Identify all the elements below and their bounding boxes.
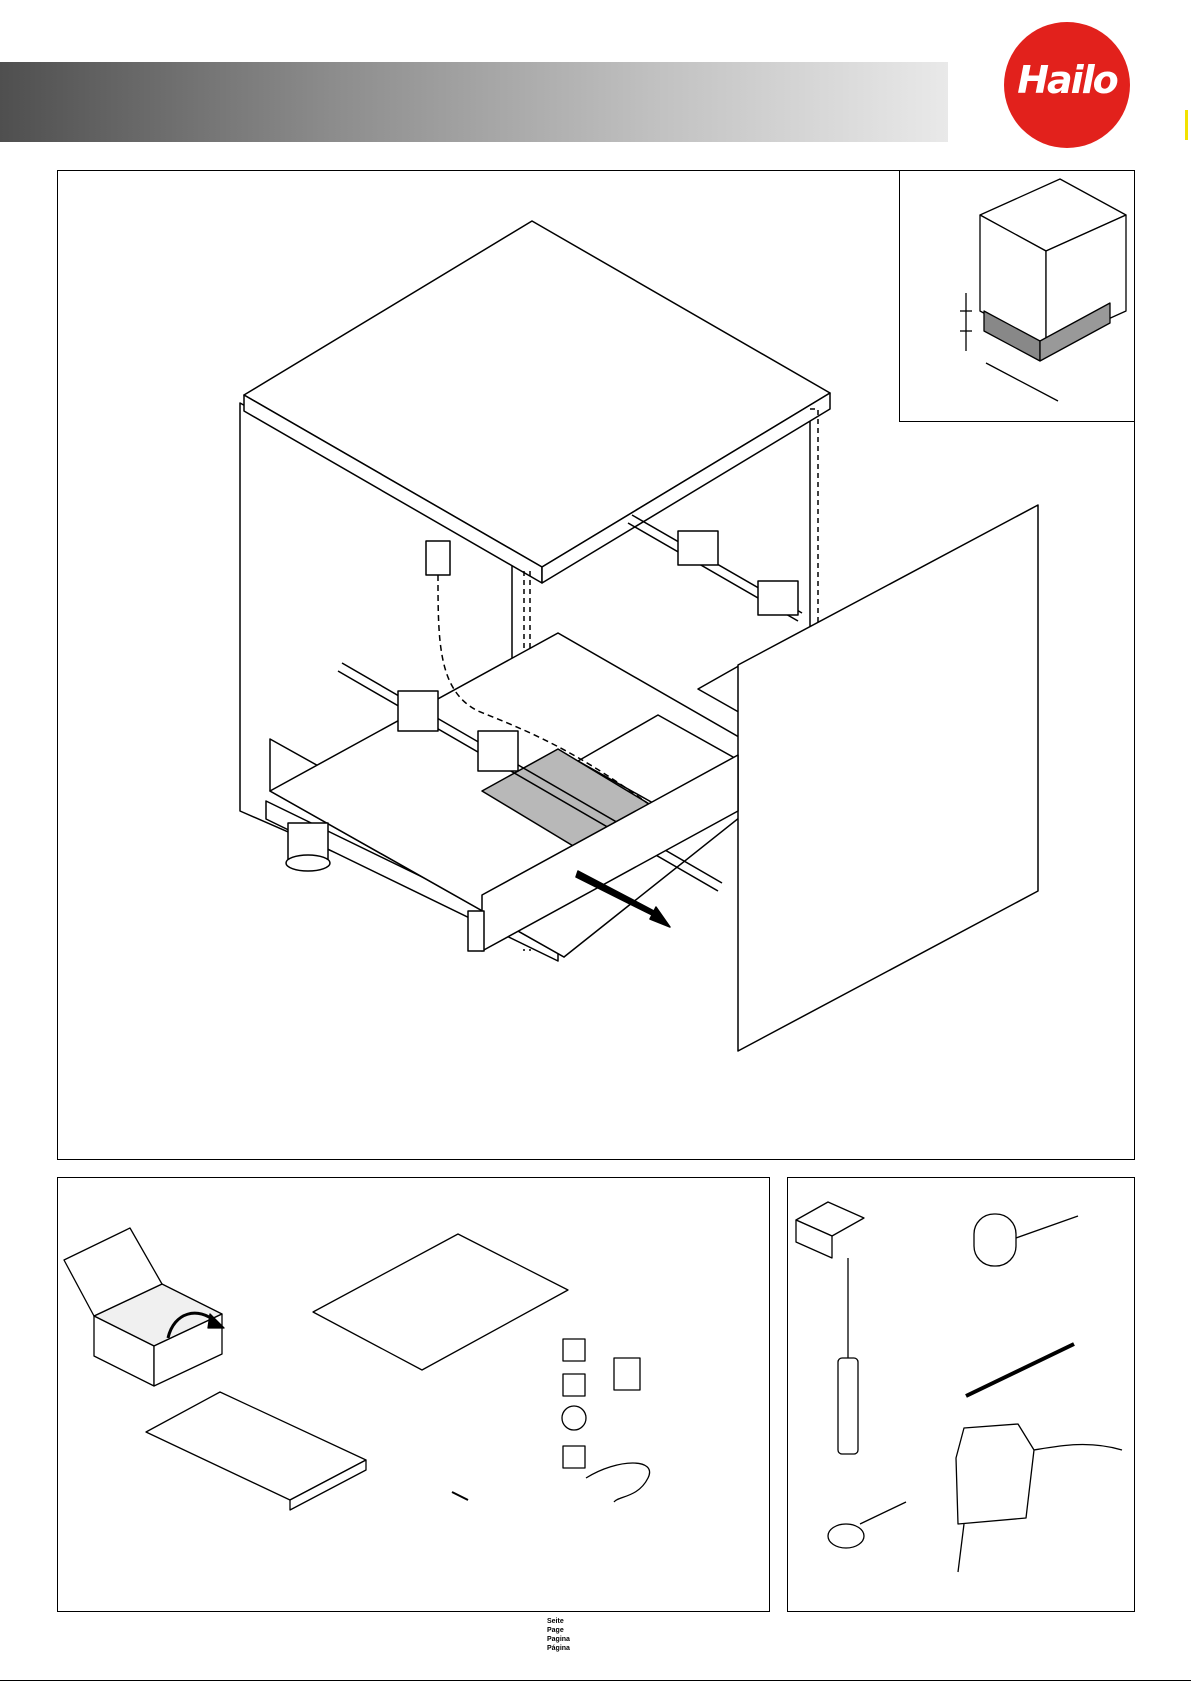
edge-mark (1185, 110, 1188, 140)
page-label-en: Page (547, 1626, 570, 1635)
hailo-logo: Hailo (1004, 22, 1130, 148)
logo-text: Hailo (1004, 58, 1130, 102)
required-tools-icon (788, 1178, 1136, 1613)
page-label-es: Página (547, 1644, 570, 1653)
header-gradient-bar (0, 62, 948, 142)
bottom-rule (0, 1680, 1191, 1681)
package-contents-panel (57, 1177, 770, 1612)
plinth-height-dimension-icon (900, 171, 1136, 423)
plinth-dimension-inset (899, 170, 1135, 422)
required-tools-panel (787, 1177, 1135, 1612)
package-contents-icon (58, 1178, 771, 1613)
page-number-labels: Seite Page Pagina Página (547, 1617, 570, 1653)
page-label-it: Pagina (547, 1635, 570, 1644)
page-label-de: Seite (547, 1617, 570, 1626)
